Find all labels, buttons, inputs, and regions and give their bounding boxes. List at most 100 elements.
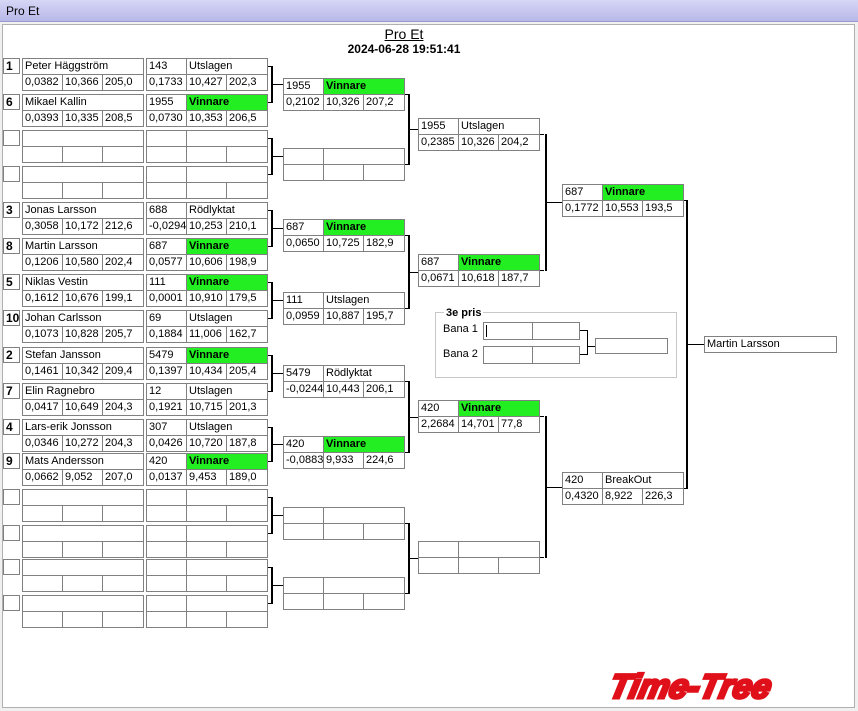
entry-header-row [146,525,268,542]
entry-times-row [283,523,405,540]
reaction-time: 0,0650 [286,237,320,249]
bracket-line [268,210,272,211]
top-speed: 193,5 [645,202,673,214]
lane2-input[interactable] [483,346,580,364]
reaction-time: 0,0001 [149,292,183,304]
third-prize-group: 3e pris Bana 1 Bana 2 [435,307,677,378]
racer-entry[interactable] [22,130,144,166]
racer-entry[interactable] [146,166,268,202]
racer-entry[interactable] [283,507,405,543]
entry-header-row [283,577,405,594]
third-prize-title: 3e pris [444,307,484,319]
car-number: 307 [149,421,168,433]
car-number [147,167,187,182]
elapsed-time [324,524,364,539]
entry-header-row: Mats Andersson [22,453,144,470]
lane1-input[interactable] [483,322,580,340]
elapsed-time [187,147,227,162]
racer-entry[interactable] [146,525,268,561]
racer-entry[interactable] [22,525,144,561]
third-prize-result [595,338,668,354]
racer-entry[interactable] [22,559,144,595]
reaction-time [147,506,187,521]
bracket-line [268,461,272,462]
champion-name: Martin Larsson [704,336,837,353]
elapsed-time [459,558,499,573]
driver-name [23,167,143,182]
racer-entry[interactable] [22,166,144,202]
result-status [324,149,404,164]
top-speed: 204,3 [105,401,133,413]
reaction-time: 0,1206 [25,256,59,268]
racer-entry[interactable] [283,148,405,184]
driver-name: Lars-erik Jonsson [25,421,112,433]
entry-header-row [22,130,144,147]
entry-header-row: Peter Häggström [22,58,144,75]
entry-times-row [146,146,268,163]
racer-entry[interactable] [22,489,144,525]
seed-number [3,595,20,611]
entry-times-row [22,146,144,163]
racer-entry[interactable] [146,595,268,631]
top-speed: 189,0 [229,471,257,483]
racer-entry[interactable] [146,489,268,525]
seed-number: 1 [3,58,20,74]
elapsed-time: 10,326 [461,136,495,148]
bracket-line [268,102,272,103]
seed-number: 3 [3,202,20,218]
result-status: Vinnare [187,348,267,363]
reaction-time [23,542,63,557]
top-speed: 205,7 [105,328,133,340]
car-number: 420 [421,402,440,414]
top-speed: 182,9 [366,237,394,249]
racer-entry[interactable] [283,577,405,613]
reaction-time: 0,0577 [149,256,183,268]
racer-entry[interactable] [418,541,540,577]
text-cursor [486,325,487,337]
seed-number: 10 [3,310,20,326]
seed-number: 2 [3,347,20,363]
racer-entry[interactable] [22,595,144,631]
entry-times-row [283,164,405,181]
racer-entry[interactable] [146,130,268,166]
top-speed: 204,3 [105,437,133,449]
racer-entry[interactable] [146,559,268,595]
reaction-time: 0,0730 [149,112,183,124]
